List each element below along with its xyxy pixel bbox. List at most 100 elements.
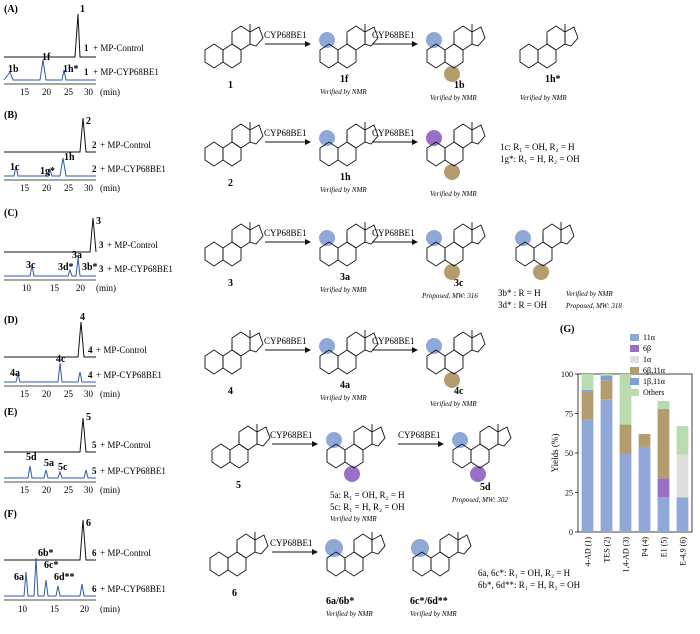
panel-C: (C) 3 3c 3a 3d* 3b* 10 15 20 (min) 3 + M… <box>4 208 622 310</box>
panel-label: (B) <box>4 110 17 121</box>
trace-label: + MP-Control <box>100 440 151 450</box>
hydroxyl-highlight <box>319 32 335 48</box>
trace-label: + MP-Control <box>96 345 147 355</box>
tick-label: 25 <box>64 183 74 193</box>
chart-bars <box>581 374 689 532</box>
arrowhead <box>305 347 311 353</box>
compound-id: 4a <box>340 380 350 391</box>
peak-label: 1 <box>80 4 85 15</box>
hydroxyl-highlight <box>444 372 460 388</box>
bar-segment <box>581 419 594 532</box>
hydroxyl-highlight <box>319 130 335 146</box>
peak-label: 1f <box>42 52 51 63</box>
trace-label: + MP-Control <box>100 548 151 558</box>
side-note: Proposed, MW: 318 <box>565 302 622 310</box>
legend-label: 11α <box>643 333 656 342</box>
y-tick-label: 75 <box>565 410 573 419</box>
legend-label: 6β,11α <box>643 366 666 375</box>
peak-label: 5d <box>26 452 37 463</box>
enzyme-label: CYP68BE1 <box>372 228 415 238</box>
panel-D: (D) 4 4a 4c 15 20 25 30 (min) 4 + MP-Con… <box>4 312 486 408</box>
x-tick-label: 4-AD (1) <box>584 537 593 567</box>
tick-label: 15 <box>50 604 60 614</box>
legend-label: 1α <box>643 355 652 364</box>
trace-compound: 5 <box>92 466 97 476</box>
panel-label: (D) <box>4 315 18 326</box>
bar-segment <box>676 454 689 498</box>
chromatogram: 3 3c 3a 3d* 3b* 10 15 20 (min) 3 + MP-Co… <box>4 216 173 293</box>
verification-note: Verified by NMR <box>320 88 367 96</box>
structure <box>204 23 264 69</box>
x-tick-label: E1 (5) <box>660 537 669 558</box>
tick-label: 20 <box>42 183 52 193</box>
peak-label: 4c <box>56 354 66 365</box>
verification-note: Proposed, MW: 302 <box>451 496 508 504</box>
bar-segment <box>619 374 632 425</box>
arrowhead <box>412 139 418 145</box>
legend-swatch <box>630 367 639 374</box>
legend-label: 1β,11α <box>643 377 666 386</box>
trace-label: + MP-CYP68BE1 <box>93 67 159 77</box>
trace-compound: 1 <box>84 67 89 77</box>
compound-id: 1 <box>228 80 233 91</box>
bar-segment <box>600 374 613 376</box>
structure <box>204 121 264 167</box>
enzyme-label: CYP68BE1 <box>372 336 415 346</box>
x-tick-label: TES (2) <box>603 537 612 563</box>
trace-compound: 1 <box>84 43 89 53</box>
arrowhead <box>412 347 418 353</box>
legend-line: 5c: R₁ = H, R₂ = OH <box>330 502 405 512</box>
tick-label: 20 <box>42 87 52 97</box>
enzyme-label: CYP68BE1 <box>372 128 415 138</box>
tick-label: 25 <box>64 485 74 495</box>
legend-line: 6b*, 6d**: R₁ = H, R₂ = OH <box>478 580 581 590</box>
bar-segment <box>619 424 632 453</box>
peak-label: 6a <box>14 572 24 583</box>
panel-label: (C) <box>4 208 18 219</box>
trace-compound: 4 <box>88 345 93 355</box>
legend-line: 3b* : R = H <box>498 288 541 298</box>
legend-line: 1g*: R₁ = H, R₂ = OH <box>500 154 580 164</box>
compound-id: 1h* <box>545 74 561 85</box>
tick-label: 20 <box>42 389 52 399</box>
verification-note: Verified by NMR <box>520 94 567 102</box>
bar-segment <box>657 497 670 532</box>
arrowhead <box>312 441 318 447</box>
peak-label: 6 <box>86 518 91 529</box>
arrowhead <box>305 239 311 245</box>
chart-panel-label: (G) <box>560 324 574 335</box>
compound-id: 3a <box>340 272 350 283</box>
tick-label: 10 <box>18 604 28 614</box>
x-tick-label: 1,4-AD (3) <box>622 537 631 573</box>
tick-label: 10 <box>22 283 32 293</box>
bar-segment <box>638 434 651 447</box>
legend-line: 3d* : R = OH <box>498 300 548 310</box>
enzyme-label: CYP68BE1 <box>264 336 307 346</box>
trace-compound: 2 <box>92 140 97 150</box>
x-tick-label: E-4,9 (6) <box>679 537 688 566</box>
panel-B: (B) 2 1c 1g* 1h 15 20 25 30 (min) 2 + MP… <box>4 110 580 198</box>
hydroxyl-highlight <box>426 230 442 246</box>
verification-note: Verified by NMR <box>330 515 377 523</box>
trace-label: + MP-CYP68BE1 <box>96 370 162 380</box>
hydroxyl-highlight <box>319 338 335 354</box>
tick-label: 20 <box>76 283 86 293</box>
tick-label: 15 <box>50 283 60 293</box>
peak-label: 5c <box>58 462 68 473</box>
peak-label: 1g* <box>40 166 55 177</box>
tick-label: (min) <box>100 87 120 97</box>
tick-label: 15 <box>20 183 30 193</box>
enzyme-label: CYP68BE1 <box>264 128 307 138</box>
hydroxyl-highlight <box>533 264 549 280</box>
enzyme-label: CYP68BE1 <box>264 228 307 238</box>
verification-note: Proposed, MW: 316 <box>421 292 478 300</box>
y-tick-label: 100 <box>561 370 573 379</box>
legend-line: 5a: R₁ = OH, R₂ = H <box>330 490 405 500</box>
bar-segment <box>581 374 594 390</box>
verification-note: Verified by NMR <box>410 610 457 618</box>
legend-line: 1c: R₁ = OH, R₂ = H <box>500 142 575 152</box>
tick-label: 20 <box>80 604 90 614</box>
structure <box>211 423 271 469</box>
peak-label: 3b* <box>82 262 98 273</box>
x-tick-label: P4 (4) <box>641 537 650 557</box>
